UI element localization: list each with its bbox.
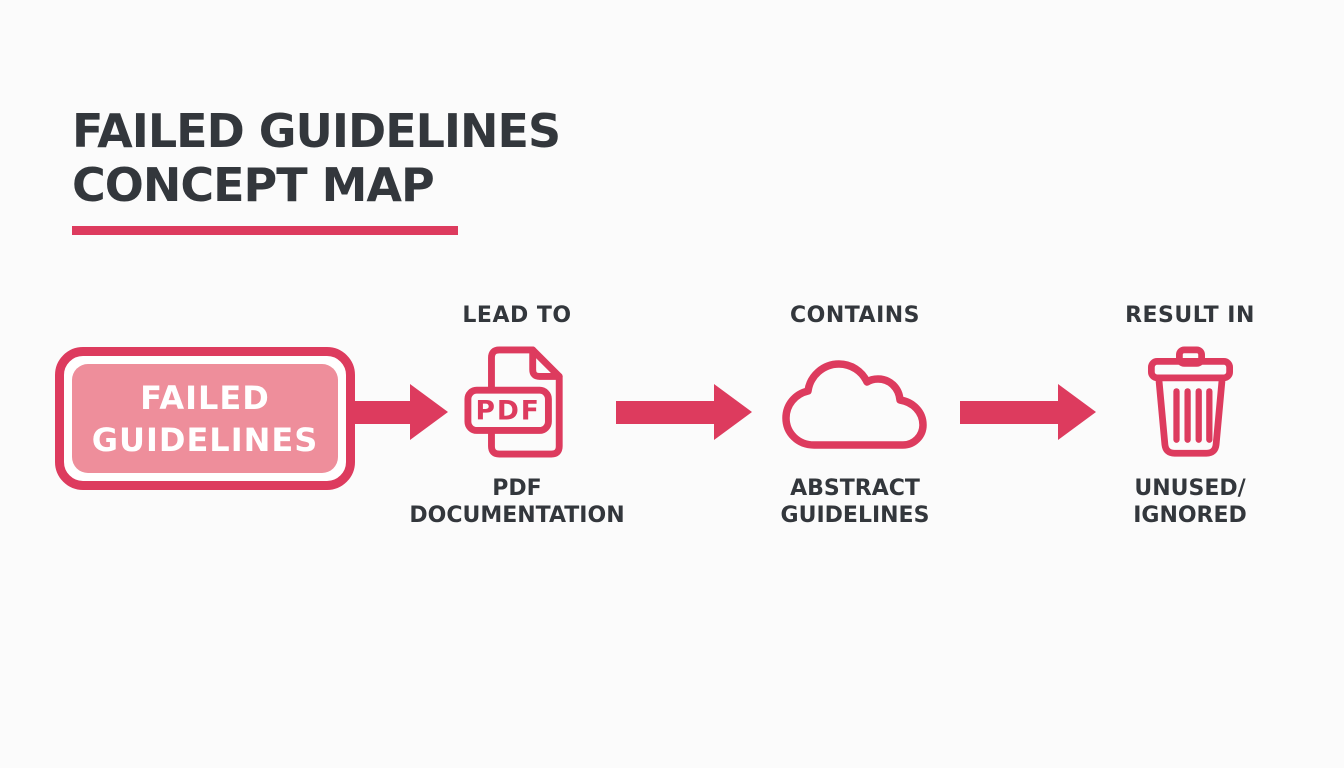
trash-bin-icon: [1147, 346, 1233, 457]
step-unused-ignored: RESULT IN UNUSED/ IGNORED: [1080, 303, 1300, 529]
arrow-head: [714, 384, 752, 440]
step-abstract-guidelines: CONTAINS ABSTRACT GUIDELINES: [745, 303, 965, 529]
node-label-unused-ignored: UNUSED/ IGNORED: [1133, 476, 1247, 528]
arrow-head: [1058, 384, 1096, 440]
arrow-right-icon-lead-to: [351, 384, 448, 440]
page-title-line1: FAILED GUIDELINES: [72, 104, 561, 158]
page-title-line2: CONCEPT MAP: [72, 158, 435, 212]
pdf-badge-label: PDF: [475, 396, 540, 427]
node-failed-guidelines-label-line1: FAILED: [140, 378, 270, 417]
node-failed-guidelines-label-line2: GUIDELINES: [91, 420, 319, 459]
title-underline: [72, 226, 458, 235]
relation-label-contains: CONTAINS: [789, 303, 921, 328]
node-label-pdf-documentation: PDF DOCUMENTATION: [409, 476, 625, 528]
arrow-shaft: [351, 400, 410, 424]
arrow-right-icon-result-in: [960, 384, 1096, 440]
arrow-shaft: [960, 400, 1058, 424]
node-failed-guidelines-body: FAILED GUIDELINES: [72, 364, 338, 473]
relation-label-result-in: RESULT IN: [1125, 303, 1255, 328]
title-block: FAILED GUIDELINES CONCEPT MAP: [72, 104, 561, 235]
node-label-abstract-guidelines: ABSTRACT GUIDELINES: [780, 476, 930, 528]
step-pdf-documentation: LEAD TO PDF PDF DOCUMENTATION: [407, 303, 627, 529]
node-failed-guidelines: FAILED GUIDELINES: [55, 347, 355, 490]
relation-label-lead-to: LEAD TO: [462, 303, 572, 328]
cloud-icon: [782, 360, 927, 449]
arrow-right-icon-contains: [616, 384, 752, 440]
arrow-head: [410, 384, 448, 440]
arrow-shaft: [616, 400, 714, 424]
pdf-document-icon: PDF: [464, 346, 563, 458]
